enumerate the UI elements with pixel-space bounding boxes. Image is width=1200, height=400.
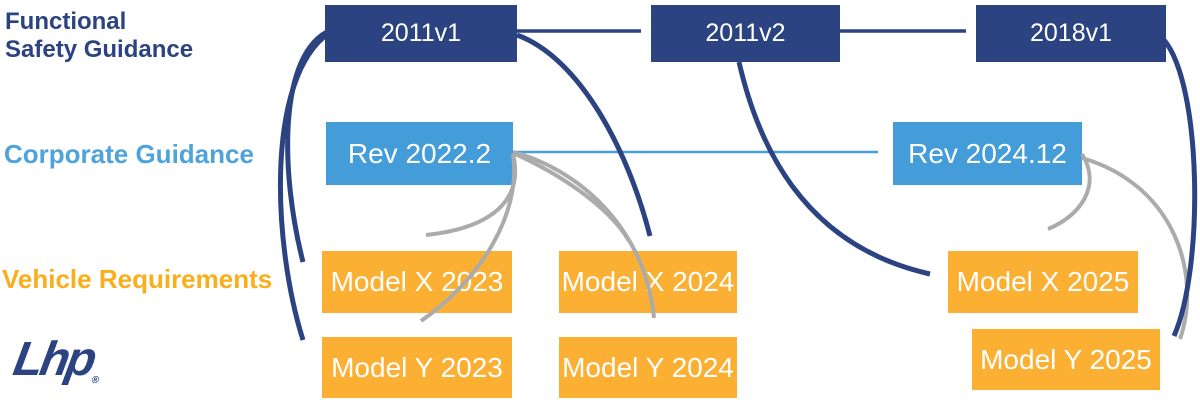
node-model-x-2023: Model X 2023: [322, 251, 512, 313]
edge-2011v1-to-model-x-2024: [516, 32, 653, 237]
node-model-x-2025: Model X 2025: [948, 251, 1138, 313]
node-model-y-2025: Model Y 2025: [972, 329, 1160, 390]
fsg-label-line1: Functional: [5, 8, 127, 35]
node-model-x-2024: Model X 2024: [559, 251, 737, 313]
lhp-logo-text: Lhp: [9, 333, 98, 386]
row-label-vehicle-requirements: Vehicle Requirements: [2, 264, 273, 294]
node-2011v2: 2011v2: [651, 5, 840, 62]
fsg-label-line2: Safety Guidance: [5, 35, 194, 63]
node-2011v1: 2011v1: [325, 5, 517, 62]
edge-rev2022-to-model-x-2024: [512, 151, 631, 243]
edge-2018v1-to-model-y-2025: [1162, 38, 1198, 338]
node-model-y-2024: Model Y 2024: [559, 337, 737, 398]
registered-trademark-icon: ®: [90, 375, 100, 386]
node-2018v1: 2018v1: [976, 5, 1166, 62]
node-rev-2022-2: Rev 2022.2: [326, 122, 513, 185]
lhp-logo: Lhp®: [9, 333, 107, 386]
row-label-functional-safety-guidance: Functional Safety Guidance: [5, 8, 193, 64]
node-rev-2024-12: Rev 2024.12: [893, 122, 1082, 185]
edge-2011v1-to-model-x-2023: [285, 27, 333, 263]
row-label-corporate-guidance: Corporate Guidance: [4, 139, 254, 169]
node-model-y-2023: Model Y 2023: [322, 337, 512, 398]
